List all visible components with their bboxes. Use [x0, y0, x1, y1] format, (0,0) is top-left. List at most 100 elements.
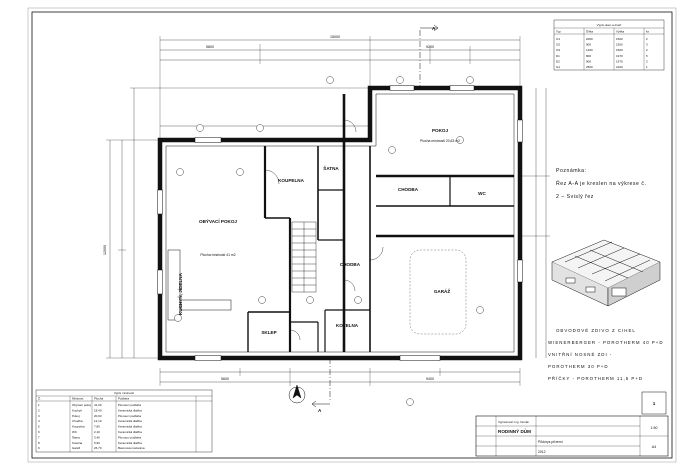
- window-table-cell: 1500: [616, 43, 623, 47]
- window-table-cell: 2100: [616, 65, 623, 69]
- rooms-table-cell: Pokoj: [72, 414, 80, 418]
- window-table-cell: 2500: [586, 65, 593, 69]
- rooms-table-cell: Plovoucí podlaha: [118, 403, 141, 407]
- rooms-table-cell: WC: [72, 430, 78, 434]
- rooms-table: [35, 389, 213, 453]
- doors: [264, 119, 384, 341]
- masonry-line-2: WIENERBERGER - POROTHERM 40 P+D: [548, 340, 664, 345]
- title-project: RODINNÝ DŮM: [498, 427, 531, 434]
- dim-top-total: 15000: [330, 35, 340, 39]
- dim-left-total: 12000: [103, 245, 107, 255]
- window-table-cell: G1: [556, 65, 560, 69]
- title-scale: 1:50: [651, 426, 658, 430]
- dim-top-left: 5800: [206, 45, 214, 49]
- window-table-cell: D1: [556, 54, 560, 58]
- rooms-table-cell: 18,40: [94, 408, 102, 412]
- rooms-table-cell: Keramická dlažba: [118, 419, 142, 423]
- rooms-table-cell: Obývací pokoj: [72, 403, 91, 407]
- rooms-table-cell: Kuchyň: [72, 408, 82, 412]
- garage-car-outline: [409, 249, 467, 335]
- room-closet-name: ŠATNA: [323, 164, 339, 171]
- title-format: A4: [652, 445, 656, 449]
- rooms-table-cell: 2: [38, 408, 40, 412]
- window-table-cell: 2: [646, 59, 648, 63]
- window-table-cell: 2000: [586, 37, 593, 41]
- rooms-table-cell: 7,80: [94, 425, 100, 429]
- rooms-table-cell: 7: [38, 435, 40, 439]
- sheet-border: [31, 11, 673, 459]
- dim-top-right: 9200: [426, 45, 434, 49]
- title-date: 2012: [538, 450, 546, 454]
- rooms-table-header: Plocha: [94, 397, 104, 401]
- room-corridor-top-name: CHODBA: [398, 187, 419, 192]
- rooms-table-cell: Betonová mazanina: [118, 446, 145, 450]
- room-boiler-name: KOTELNA: [336, 323, 359, 328]
- masonry-line-5: PŘÍČKY - POROTHERM 11,5 P+D: [548, 376, 643, 381]
- title-sheet-number: 1: [653, 401, 656, 406]
- title-block: [475, 391, 669, 457]
- section-line: [329, 30, 421, 400]
- window-table-cell: 3: [646, 43, 648, 47]
- window-table-cell: 1970: [616, 59, 623, 63]
- rooms-table-cell: Keramická dlažba: [118, 441, 142, 445]
- window-table-cell: 1500: [616, 48, 623, 52]
- section-arrow: [420, 24, 439, 32]
- window-table-header: ks: [646, 30, 650, 34]
- title-author: Vypracoval: Ing. Novák: [498, 420, 529, 424]
- room-wc-name: WC: [478, 191, 486, 196]
- staircase: [291, 221, 317, 293]
- room-living-name: OBÝVACÍ POKOJ: [199, 217, 237, 224]
- sheet-outer-line: [27, 7, 677, 463]
- window-table-header: Výška: [616, 30, 625, 34]
- window-table-cell: 900: [586, 59, 591, 63]
- room-top-area: Plocha místnosti 20,63 m2: [420, 139, 460, 143]
- masonry-line-1: OBVODOVÉ ZDIVO Z CIHEL: [556, 328, 636, 333]
- room-cellar-name: SKLEP: [261, 330, 276, 335]
- window-table-cell: O3: [556, 48, 560, 52]
- floor-plan: [157, 30, 523, 400]
- rooms-table-cell: 12,10: [94, 419, 102, 423]
- rooms-table-cell: 5,90: [94, 441, 100, 445]
- kitchen-counter: [167, 249, 232, 321]
- rooms-table-cell: Keramická dlažba: [118, 425, 142, 429]
- rooms-table-cell: Chodba: [72, 419, 83, 423]
- masonry-line-3: VNITŘNÍ NOSNÉ ZDI -: [548, 352, 612, 357]
- window-table-cell: 1500: [616, 37, 623, 41]
- grid-markers: [174, 76, 484, 406]
- window-table-cell: 2: [646, 48, 648, 52]
- rooms-table-cell: Plovoucí podlaha: [118, 435, 141, 439]
- rooms-table-cell: Garáž: [72, 446, 81, 450]
- rooms-table-title: Výpis místností: [114, 391, 135, 395]
- rooms-table-cell: Kotelna: [72, 441, 83, 445]
- rooms-table-cell: 4: [38, 419, 40, 423]
- north-arrow-icon: [288, 384, 306, 404]
- window-table-cell: 1200: [586, 48, 593, 52]
- note-line-2: 2 – Svislý řez: [556, 194, 594, 200]
- rooms-table-cell: 1: [38, 403, 40, 407]
- rooms-table-cell: 3: [38, 414, 40, 418]
- rooms-table-cell: 6: [38, 430, 40, 434]
- isometric-house-view: [551, 239, 661, 307]
- rooms-table-cell: Koupelna: [72, 425, 85, 429]
- window-table-cell: 900: [586, 43, 591, 47]
- window-table: [553, 19, 665, 71]
- room-corridor-mid-name: CHODBA: [340, 262, 361, 267]
- rooms-table-cell: Plovoucí podlaha: [118, 414, 141, 418]
- window-table-cell: 1970: [616, 54, 623, 58]
- rooms-table-cell: Keramická dlažba: [118, 408, 142, 412]
- rooms-table-cell: 41,00: [94, 403, 102, 407]
- window-table-cell: D2: [556, 59, 560, 63]
- window-table-cell: 800: [586, 54, 591, 58]
- rooms-table-cell: 9: [38, 446, 40, 450]
- outer-wall-inner-line: [165, 93, 515, 353]
- rooms-table-cell: 8: [38, 441, 40, 445]
- section-mark-top: A: [432, 26, 436, 31]
- rooms-table-cell: 26,70: [94, 446, 102, 450]
- window-table-cell: 1: [646, 65, 648, 69]
- window-table-cell: 5: [646, 54, 648, 58]
- section-mark-bottom: A: [318, 408, 322, 413]
- window-table-cell: O2: [556, 43, 560, 47]
- room-living-area: Plocha místnosti 41 m2: [200, 253, 235, 257]
- rooms-table-cell: 20,63: [94, 414, 102, 418]
